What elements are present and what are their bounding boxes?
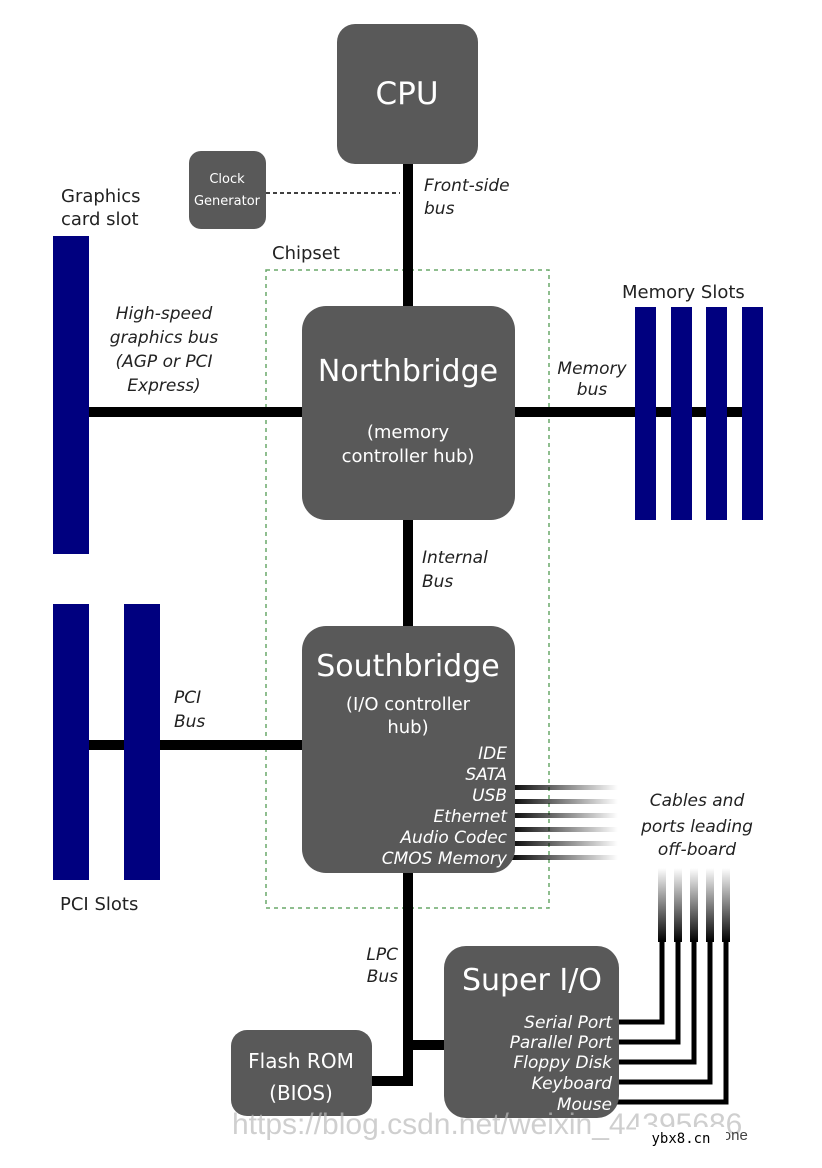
cpu-block: CPU [337, 24, 478, 164]
memory-slot [706, 307, 727, 520]
memory-slots-label: Memory Slots [622, 282, 745, 303]
cable-line [508, 841, 618, 846]
memory-bus-label: bus [577, 380, 608, 400]
cable-line [508, 785, 618, 790]
superio-port: Floppy Disk [514, 1053, 614, 1073]
northbridge-subtitle: (memory [367, 422, 450, 443]
southbridge-port: IDE [478, 744, 507, 764]
watermark-site-bg [636, 1127, 726, 1149]
cable-line [508, 827, 618, 832]
cables-label: off-board [658, 840, 736, 860]
southbridge-port: CMOS Memory [382, 849, 508, 869]
pci-slots-label: PCI Slots [60, 894, 138, 915]
internal-bus-label: Bus [422, 572, 453, 592]
pci-slot [53, 604, 89, 880]
fsb-label: bus [424, 199, 455, 219]
southbridge-subtitle: hub) [387, 717, 428, 738]
southbridge-port: Ethernet [433, 807, 508, 827]
pci-bus-label: PCI [174, 688, 201, 708]
clock-generator-block: Clock Generator [189, 151, 266, 229]
graphics-slot-label: card slot [61, 209, 139, 230]
southbridge-port: SATA [465, 765, 507, 785]
northbridge-subtitle: controller hub) [342, 446, 475, 467]
southbridge-title: Southbridge [316, 649, 499, 684]
graphics-bus-label: Express) [127, 376, 200, 396]
memory-bus-label: Memory [557, 359, 627, 379]
flash-label: Flash ROM [248, 1049, 354, 1073]
cables-label: ports leading [640, 817, 753, 837]
northbridge-block: Northbridge (memory controller hub) [302, 306, 515, 520]
memory-slot [742, 307, 763, 520]
southbridge-port: USB [472, 786, 507, 806]
pci-bus-label: Bus [174, 712, 205, 732]
chipset-outline [265, 269, 550, 909]
graphics-slot-label: Graphics [61, 186, 141, 207]
fsb-label: Front-side [424, 176, 510, 196]
cable-line [508, 813, 618, 818]
watermark-site: ybx8.cn [651, 1131, 710, 1147]
clock-label: Clock [209, 172, 245, 187]
memory-slot [671, 307, 692, 520]
northbridge-title: Northbridge [318, 354, 498, 389]
flash-rom-block: Flash ROM (BIOS) [231, 1030, 372, 1116]
superio-port: Keyboard [532, 1074, 613, 1094]
superio-block: Super I/O Serial Port Parallel Port Flop… [444, 946, 619, 1118]
superio-port: Serial Port [524, 1013, 613, 1033]
graphics-bus-label: graphics bus [110, 328, 219, 348]
southbridge-subtitle: (I/O controller [346, 694, 471, 715]
superio-cables [612, 868, 730, 1105]
southbridge-block: Southbridge (I/O controller hub) IDE SAT… [302, 626, 515, 873]
cable-line [508, 799, 618, 804]
cable-line [508, 855, 618, 860]
lpc-bus-label: Bus [367, 967, 398, 987]
flash-label: (BIOS) [269, 1081, 333, 1105]
graphics-bus-label: (AGP or PCI [115, 352, 212, 372]
cpu-label: CPU [375, 76, 438, 112]
graphics-bus-label: High-speed [116, 304, 213, 324]
chipset-label: Chipset [272, 243, 340, 264]
clock-label: Generator [194, 194, 261, 209]
superio-title: Super I/O [462, 963, 602, 998]
memory-slot [635, 307, 656, 520]
superio-port: Parallel Port [510, 1033, 614, 1053]
internal-bus-label: Internal [422, 548, 488, 568]
pci-slot [124, 604, 160, 880]
graphics-card-slot [53, 236, 89, 554]
southbridge-port: Audio Codec [399, 828, 507, 848]
cables-label: Cables and [650, 791, 745, 811]
superio-port: Mouse [557, 1095, 612, 1115]
lpc-bus-label: LPC [366, 945, 398, 965]
